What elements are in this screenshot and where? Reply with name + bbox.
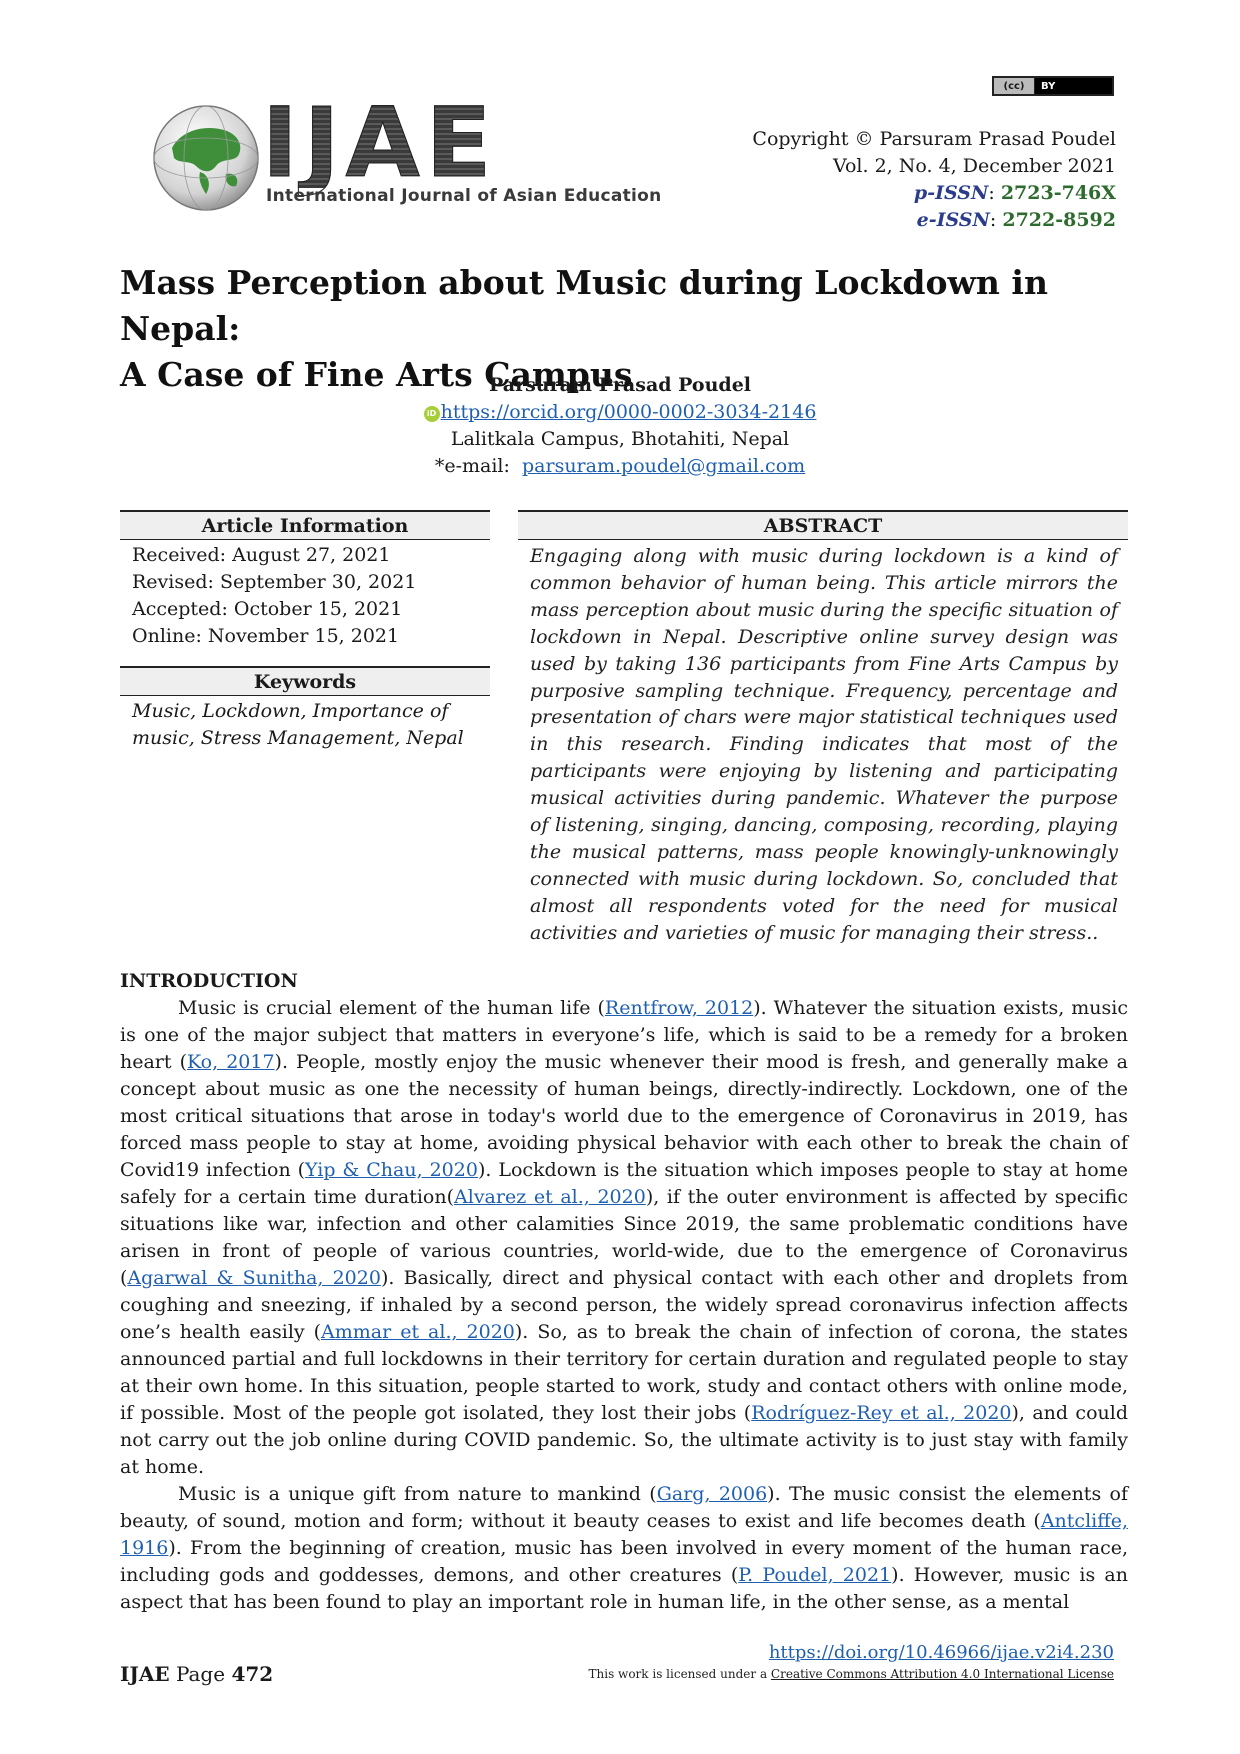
page-footer-left: IJAE Page 472 <box>120 1662 273 1686</box>
orcid-link[interactable]: https://orcid.org/0000-0002-3034-2146 <box>440 401 817 423</box>
citation-link[interactable]: Garg, 2006 <box>656 1483 768 1505</box>
citation-link[interactable]: Yip & Chau, 2020 <box>305 1159 478 1181</box>
abstract-heading: ABSTRACT <box>518 510 1128 540</box>
by-icon: BY <box>1035 78 1112 94</box>
citation-link[interactable]: Antcliffe, 1916 <box>120 1510 1128 1559</box>
logo-wordmark: IJAE <box>262 95 592 192</box>
orcid-icon: iD <box>423 406 440 422</box>
email-link[interactable]: parsuram.poudel@gmail.com <box>522 455 806 477</box>
copyright-line: Copyright © Parsuram Prasad Poudel <box>752 128 1116 150</box>
journal-logo: IJAE International Journal of Asian Educ… <box>150 95 661 218</box>
volume-line: Vol. 2, No. 4, December 2021 <box>833 155 1116 177</box>
globe-icon <box>153 105 259 211</box>
author-name: Parsuram Prasad Poudel <box>488 374 752 396</box>
logo-subtitle: International Journal of Asian Education <box>266 186 662 206</box>
keywords-text: Music, Lockdown, Importance of music, St… <box>132 700 464 749</box>
email-line: *e-mail: parsuram.poudel@gmail.com <box>434 455 806 477</box>
keywords-box: Keywords Music, Lockdown, Importance of … <box>120 666 490 752</box>
introduction-section: INTRODUCTION Music is crucial element of… <box>120 968 1128 1616</box>
article-info-column: Article Information Received: August 27,… <box>120 510 490 752</box>
citation-link[interactable]: Ammar et al., 2020 <box>321 1321 515 1343</box>
p-issn-line: p-ISSN: 2723-746X <box>913 182 1116 204</box>
page-number: 472 <box>231 1662 274 1686</box>
cc-by-license-badge: (cc) BY <box>992 76 1114 96</box>
citation-link[interactable]: Alvarez et al., 2020 <box>454 1186 646 1208</box>
citation-link[interactable]: Ko, 2017 <box>186 1051 275 1073</box>
article-info-heading: Article Information <box>120 510 490 540</box>
page-footer-right: https://doi.org/10.46966/ijae.v2i4.230 T… <box>589 1642 1115 1681</box>
introduction-heading: INTRODUCTION <box>120 970 298 992</box>
doi-link[interactable]: https://doi.org/10.46966/ijae.v2i4.230 <box>768 1642 1114 1663</box>
revised-date: Revised: September 30, 2021 <box>132 571 417 593</box>
citation-link[interactable]: Agarwal & Sunitha, 2020 <box>127 1267 381 1289</box>
citation-link[interactable]: Rodríguez-Rey et al., 2020 <box>751 1402 1012 1424</box>
cc-icon: (cc) <box>994 78 1035 94</box>
journal-meta: Copyright © Parsuram Prasad Poudel Vol. … <box>752 126 1116 234</box>
intro-paragraph-2: Music is a unique gift from nature to ma… <box>120 1483 1128 1613</box>
abstract-column: ABSTRACT Engaging along with music durin… <box>518 510 1128 947</box>
license-line: This work is licensed under a Creative C… <box>588 1667 1115 1681</box>
keywords-heading: Keywords <box>120 666 490 696</box>
article-info-dates: Received: August 27, 2021 Revised: Septe… <box>120 540 490 650</box>
footer-journal: IJAE <box>120 1662 170 1686</box>
e-issn-line: e-ISSN: 2722-8592 <box>916 209 1116 231</box>
abstract-text: Engaging along with music during lockdow… <box>530 545 1118 944</box>
online-date: Online: November 15, 2021 <box>132 625 400 647</box>
received-date: Received: August 27, 2021 <box>132 544 391 566</box>
citation-link[interactable]: P. Poudel, 2021 <box>738 1564 892 1586</box>
affiliation: Lalitkala Campus, Bhotahiti, Nepal <box>450 428 790 450</box>
paper-title: Mass Perception about Music during Lockd… <box>120 263 1048 394</box>
footer-page-label: Page <box>175 1662 226 1686</box>
citation-link[interactable]: Rentfrow, 2012 <box>604 997 754 1019</box>
license-link[interactable]: Creative Commons Attribution 4.0 Interna… <box>770 1667 1114 1681</box>
accepted-date: Accepted: October 15, 2021 <box>132 598 403 620</box>
intro-paragraph-1: Music is crucial element of the human li… <box>120 997 1129 1478</box>
